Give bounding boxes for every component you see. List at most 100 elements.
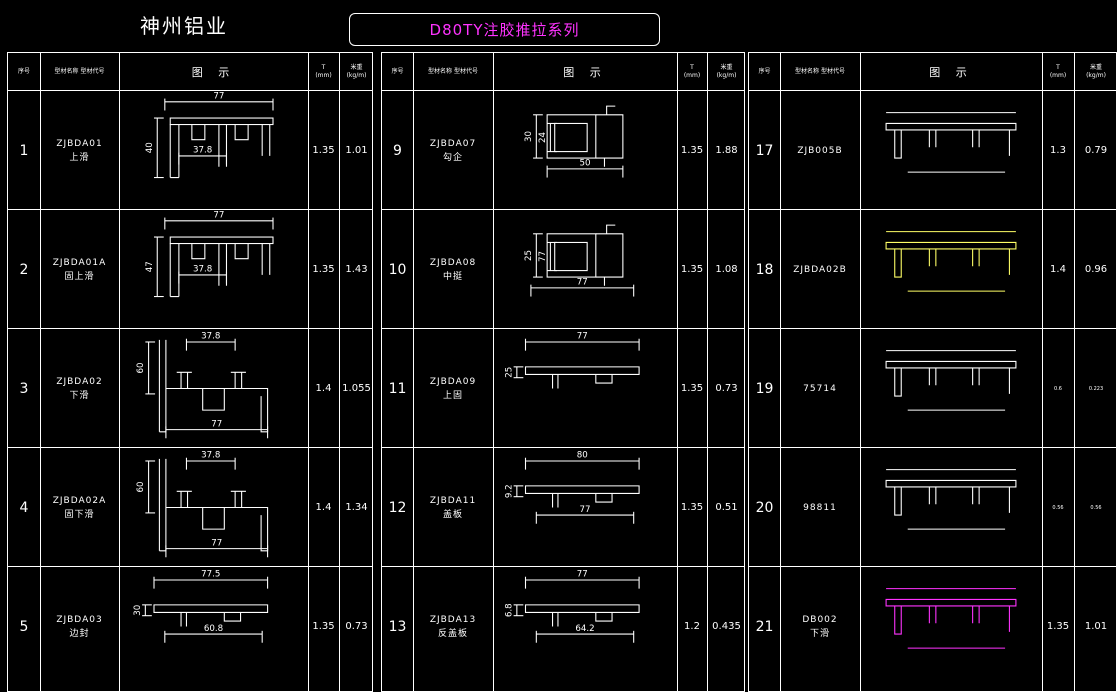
weight-value: 0.223	[1088, 385, 1104, 392]
series-title: D80TY注胶推拉系列	[429, 21, 580, 39]
dimension-label: 60	[136, 362, 146, 373]
row-number: 9	[393, 142, 402, 159]
thickness-value: 1.4	[315, 502, 332, 513]
profile-code-cell: ZJBDA07 勾企	[413, 91, 493, 210]
profile-drawing	[885, 231, 1017, 292]
weight-label: 米重	[350, 63, 363, 71]
dimension-label: 77	[538, 251, 548, 262]
profile-code: 75714	[803, 383, 837, 394]
profile-code-cell: ZJBDA02B	[780, 210, 860, 329]
profile-name: 下滑	[809, 628, 830, 639]
thickness-label: T	[321, 63, 326, 71]
profile-drawing	[885, 112, 1017, 173]
dimension-label: 47	[145, 261, 155, 272]
profile-code: DB002	[802, 614, 838, 625]
series-title-box: D80TY注胶推拉系列	[349, 13, 660, 46]
thickness-value: 1.4	[315, 383, 332, 394]
profile-drawing	[885, 588, 1017, 649]
header-figure: 图 示	[191, 65, 236, 79]
profile-drawing	[885, 350, 1017, 411]
profile-drawing: 30 24 50	[524, 105, 624, 178]
header-name: 型材名称 型材代号	[54, 67, 105, 75]
thickness-label: T	[690, 63, 694, 71]
dimension-label: 77	[211, 538, 222, 548]
profile-code: ZJBDA02	[56, 376, 103, 387]
row-number: 12	[388, 499, 407, 516]
column-divider	[339, 53, 340, 691]
weight-value: 0.435	[712, 621, 741, 632]
row-number: 4	[19, 499, 29, 516]
row-number: 20	[755, 499, 774, 516]
dimension-label: 24	[538, 132, 548, 143]
profile-code: 98811	[803, 502, 837, 513]
profile-code-cell: ZJBDA01A 固上滑	[40, 210, 119, 329]
weight-unit: (kg/m)	[716, 71, 737, 79]
weight-value: 0.51	[715, 502, 738, 513]
header-index: 序号	[391, 67, 404, 75]
dimension-label: 30	[133, 605, 143, 616]
dimension-label: 50	[580, 159, 591, 169]
profile-name: 中挺	[442, 271, 463, 282]
header-thickness: T(mm)	[677, 53, 707, 90]
dimension-label: 37.8	[193, 146, 212, 156]
dimension-label: 37.8	[201, 451, 220, 461]
dimension-label: 40	[145, 142, 155, 153]
header-name: 型材名称 型材代号	[428, 67, 478, 75]
weight-value: 0.56	[1090, 504, 1102, 511]
profile-drawing: 776.864.2	[504, 570, 640, 643]
header-thickness: T(mm)	[308, 53, 339, 90]
weight-label: 米重	[1089, 63, 1102, 71]
header-index: 序号	[758, 67, 771, 75]
thickness-value: 1.3	[1050, 145, 1066, 156]
dimension-label: 30	[524, 131, 534, 142]
profile-code: ZJB005B	[797, 145, 843, 156]
profile-name: 固上滑	[64, 271, 95, 282]
profile-name: 边封	[69, 628, 90, 639]
column-divider	[677, 53, 678, 691]
dimension-label: 77	[580, 505, 591, 515]
dimension-label: 9.2	[504, 484, 514, 498]
weight-unit: (kg/m)	[346, 71, 367, 79]
thickness-value: 1.35	[680, 145, 704, 156]
profile-code: ZJBDA02B	[793, 264, 847, 275]
dimension-label: 77	[577, 332, 588, 342]
thickness-value: 1.35	[1046, 621, 1070, 632]
dimension-label: 77	[213, 92, 224, 102]
dimension-label: 60.8	[204, 624, 223, 634]
column-divider	[860, 53, 861, 691]
dimension-label: 6.8	[504, 603, 514, 617]
weight-value: 1.88	[715, 145, 738, 156]
weight-value: 1.01	[1084, 621, 1108, 632]
weight-value: 0.96	[1084, 264, 1108, 275]
thickness-label: T	[1056, 63, 1060, 71]
profile-code: ZJBDA07	[429, 138, 477, 149]
column-divider	[707, 53, 708, 691]
profile-name: 勾企	[442, 152, 463, 163]
thickness-value: 1.35	[680, 383, 704, 394]
profile-code-cell: DB002 下滑	[780, 567, 860, 686]
column-divider	[40, 53, 41, 691]
profile-name: 上固	[442, 390, 463, 401]
profile-code: ZJBDA01A	[52, 257, 107, 268]
thickness-unit: (mm)	[683, 71, 701, 79]
header-thickness: T(mm)	[1042, 53, 1074, 90]
column-divider	[1074, 53, 1075, 691]
dimension-label: 25	[524, 250, 534, 261]
row-number: 10	[388, 261, 407, 278]
